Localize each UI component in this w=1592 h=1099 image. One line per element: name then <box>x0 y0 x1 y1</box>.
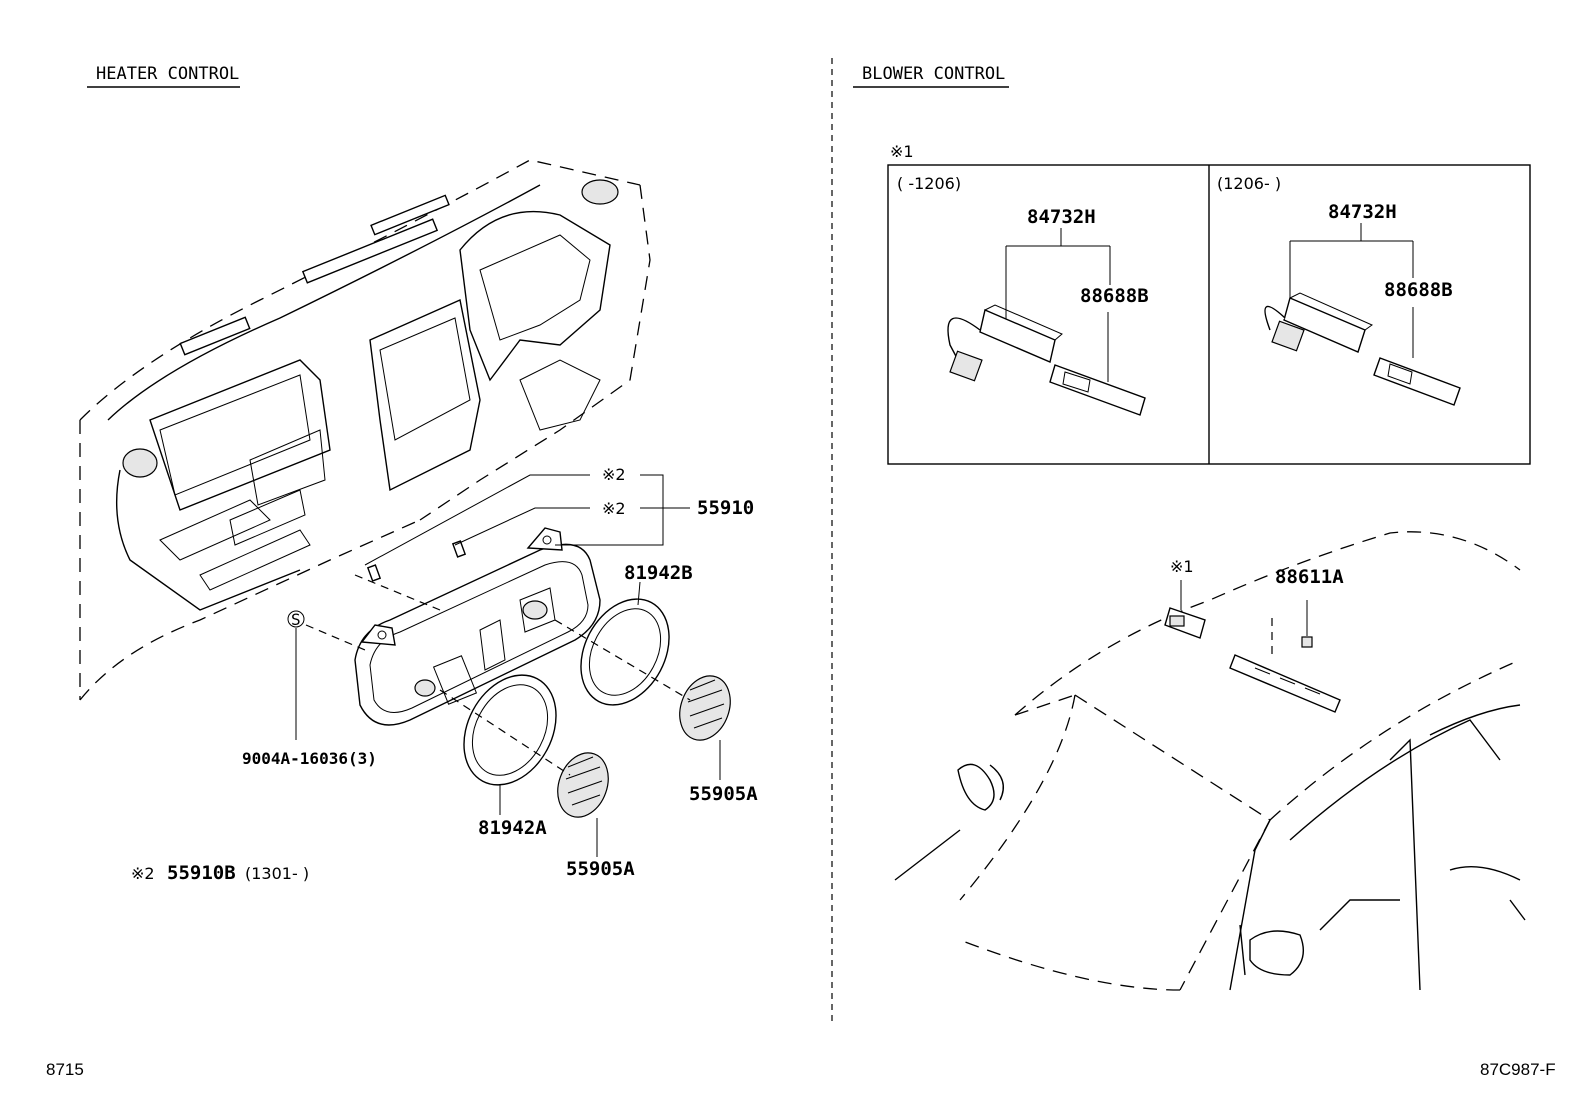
ring-81942A <box>463 674 557 786</box>
assembly-line-panel <box>354 574 441 611</box>
vehicle-illustration <box>894 531 1526 991</box>
callout-81942B: 81942B <box>624 562 693 584</box>
screw-symbol-circle <box>287 610 305 628</box>
inset-right-part-top: 84732H <box>1328 201 1397 223</box>
footer-right-code: 87C987-F <box>1480 1060 1556 1079</box>
leader-55910-bracket <box>555 474 690 546</box>
heater-note-part: 55910B <box>167 862 236 884</box>
heater-control-title: HEATER CONTROL <box>96 64 239 84</box>
heater-note-range: (1301- ) <box>245 864 309 883</box>
car-part-88611A: 88611A <box>1275 566 1344 588</box>
callout-55910: 55910 <box>697 497 754 519</box>
inset-left-part-side: 88688B <box>1080 285 1149 307</box>
assembly-line-knob-right <box>554 619 691 701</box>
assembly-line-screw <box>305 624 366 651</box>
heater-note-mark: ※2 <box>131 864 155 883</box>
inset-left-leader <box>1005 228 1111 382</box>
callout-screw-part: 9004A-16036(3) <box>242 749 377 768</box>
inset-right-part-side: 88688B <box>1384 279 1453 301</box>
ring-81942B <box>580 598 670 706</box>
callout-note-mark-b: ※2 <box>602 499 626 518</box>
callout-note-mark-a: ※2 <box>602 465 626 484</box>
leader-81942B <box>637 581 641 606</box>
car-mark: ※1 <box>1170 557 1194 576</box>
leader-note-a <box>364 474 590 566</box>
leader-note-b <box>454 507 590 546</box>
inset-left-part-top: 84732H <box>1027 206 1096 228</box>
inset-mark: ※1 <box>890 142 914 161</box>
callout-55905A-bottom: 55905A <box>566 858 635 880</box>
dashboard-illustration <box>79 159 651 701</box>
blower-control-title: BLOWER CONTROL <box>862 64 1005 84</box>
knob-55905A-right <box>679 675 731 741</box>
callout-81942A: 81942A <box>478 817 547 839</box>
knob-55905A-bottom <box>557 752 609 818</box>
assembly-line-knob-bottom <box>439 689 571 776</box>
inset-right-module <box>1264 292 1461 406</box>
inset-left-module <box>947 304 1146 416</box>
inset-right-range: (1206- ) <box>1217 174 1281 193</box>
footer-left-code: 8715 <box>46 1060 84 1079</box>
inset-right-leader <box>1289 223 1414 358</box>
screw-symbol: S <box>291 610 301 629</box>
heater-control-panel <box>354 527 601 726</box>
inset-left-range: ( -1206) <box>897 174 961 193</box>
callout-55905A-right: 55905A <box>689 783 758 805</box>
